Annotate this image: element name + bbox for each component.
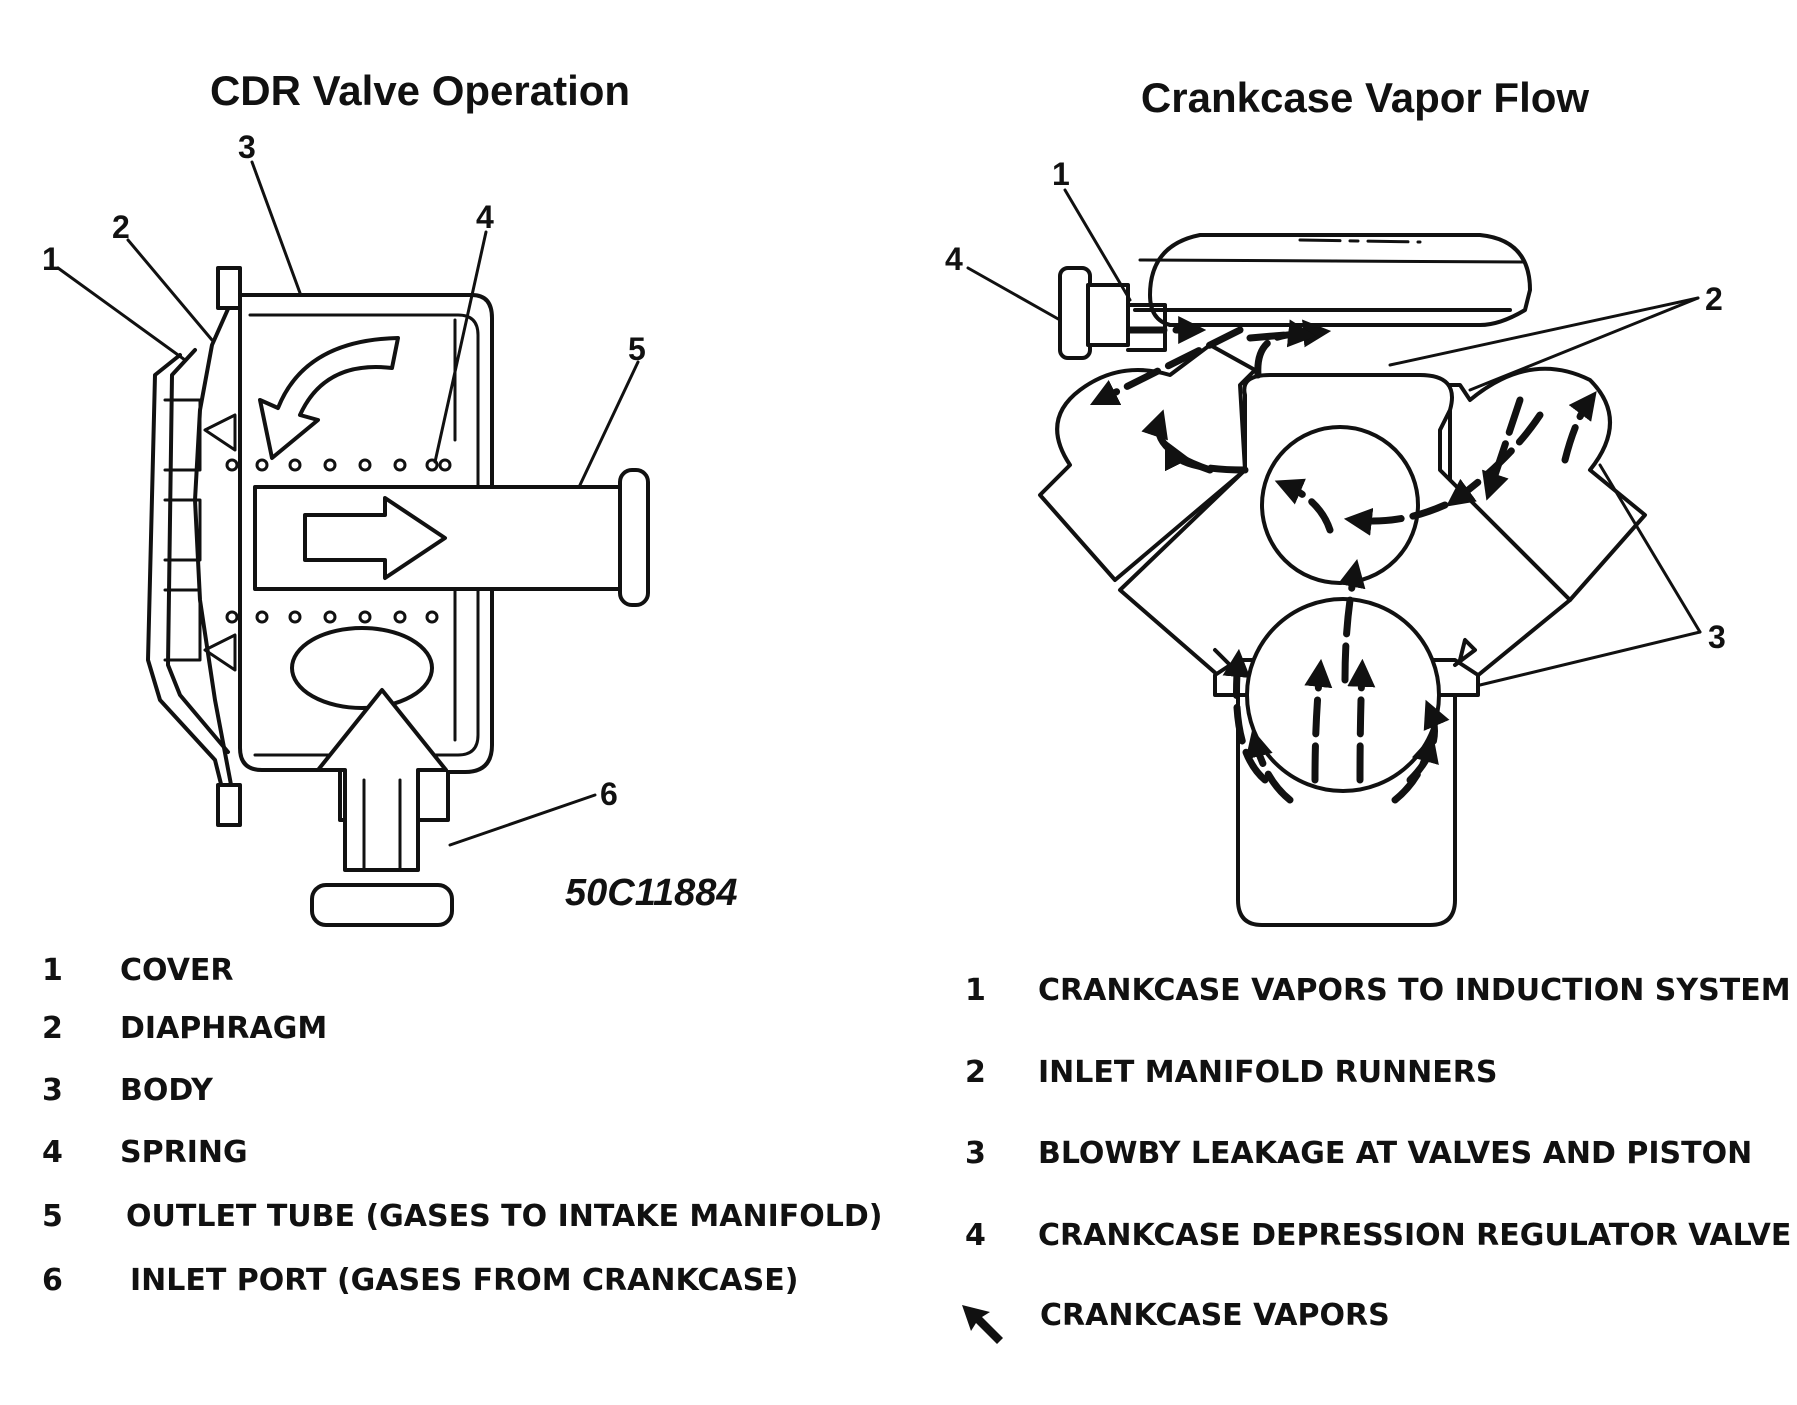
valve-spring: [225, 458, 452, 624]
right-legend: 1 CRANKCASE VAPORS TO INDUCTION SYSTEM 2…: [962, 973, 1791, 1344]
left-legend-num: 5: [42, 1199, 63, 1234]
left-legend-num: 1: [42, 953, 63, 988]
diaphragm-bottom-clamp: [216, 783, 242, 827]
right-legend-text: CRANKCASE VAPORS: [1040, 1298, 1390, 1333]
right-callouts: 1 4 2 3: [945, 156, 1726, 687]
left-legend-num: 3: [42, 1073, 63, 1108]
upper-cylinder: [1260, 425, 1420, 585]
engine-drawing: [1038, 233, 1647, 927]
left-callouts: 1 2 3 4 5 6: [42, 129, 646, 847]
left-panel: CDR Valve Operation: [42, 67, 882, 1298]
left-callout-4: 4: [476, 199, 494, 235]
right-legend-text: BLOWBY LEAKAGE AT VALVES AND PISTON: [1038, 1136, 1752, 1171]
left-callout-1: 1: [42, 241, 60, 277]
left-callout-3: 3: [238, 129, 256, 165]
left-legend-num: 6: [42, 1263, 63, 1298]
left-callout-5: 5: [628, 331, 646, 367]
cdr-valve-drawing: [146, 266, 650, 927]
vapor-flow-arrows: [1089, 316, 1597, 804]
right-cylinder-bank: [1438, 366, 1647, 602]
left-legend: 1 COVER 2 DIAPHRAGM 3 BODY 4 SPRING 5 OU…: [42, 953, 882, 1298]
right-callout-2: 2: [1705, 281, 1723, 317]
right-callout-4: 4: [945, 241, 963, 277]
right-panel-title: Crankcase Vapor Flow: [1141, 74, 1590, 121]
right-callout-3: 3: [1708, 619, 1726, 655]
crank-circle: [1245, 597, 1441, 793]
right-legend-num: 3: [965, 1136, 986, 1171]
left-legend-text: COVER: [120, 953, 234, 988]
right-panel: Crankcase Vapor Flow: [945, 74, 1791, 1344]
left-panel-title: CDR Valve Operation: [210, 67, 630, 114]
chamber-flow-arrow: [258, 336, 400, 460]
left-legend-text: OUTLET TUBE (GASES TO INTAKE MANIFOLD): [126, 1199, 882, 1234]
diaphragm-top-clamp: [216, 266, 242, 310]
right-legend-num: 4: [965, 1218, 986, 1253]
flow-arrow-icon: [962, 1305, 1003, 1344]
cdr-valve: [1058, 266, 1092, 360]
right-legend-num: 2: [965, 1055, 986, 1090]
right-legend-text: CRANKCASE DEPRESSION REGULATOR VALVE: [1038, 1218, 1791, 1253]
left-legend-text: SPRING: [120, 1135, 248, 1170]
left-callout-6: 6: [600, 776, 618, 812]
right-callout-1: 1: [1052, 156, 1070, 192]
left-legend-num: 2: [42, 1011, 63, 1046]
outlet-tube: [253, 468, 650, 607]
left-legend-text: BODY: [120, 1073, 214, 1108]
right-legend-num: 1: [965, 973, 986, 1008]
left-legend-text: INLET PORT (GASES FROM CRANKCASE): [130, 1263, 798, 1298]
left-legend-text: DIAPHRAGM: [120, 1011, 327, 1046]
cdr-valve-body: [1086, 283, 1130, 347]
outlet-flow-arrow: [303, 496, 447, 580]
inlet-flow-arrow: [316, 688, 448, 872]
valve-body: [238, 293, 494, 822]
right-legend-text: INLET MANIFOLD RUNNERS: [1038, 1055, 1497, 1090]
inlet-port: [290, 626, 454, 927]
right-legend-text: CRANKCASE VAPORS TO INDUCTION SYSTEM: [1038, 973, 1791, 1008]
valve-cover: [146, 353, 227, 802]
left-callout-2: 2: [112, 209, 130, 245]
figure-code: 50C11884: [565, 872, 738, 914]
left-legend-num: 4: [42, 1135, 63, 1170]
